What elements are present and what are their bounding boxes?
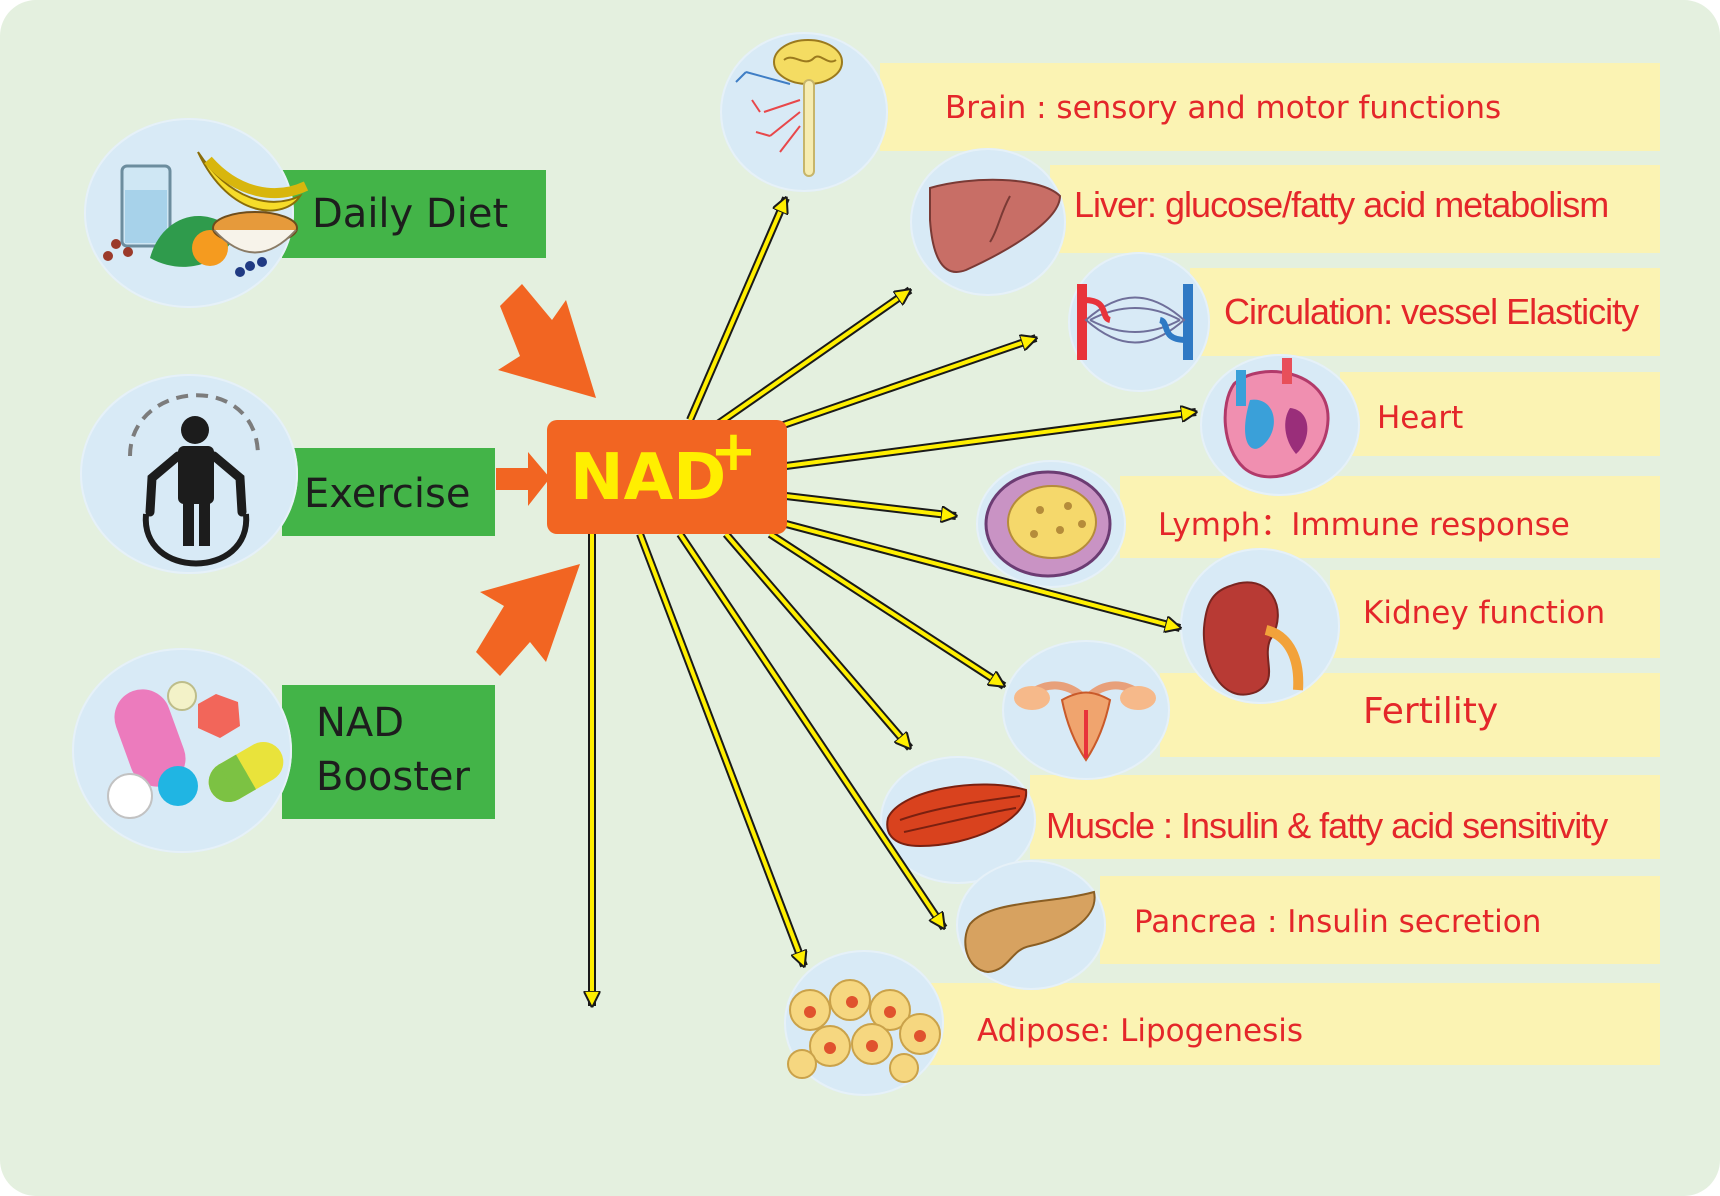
heart-icon [1223, 358, 1330, 479]
output-arrows [592, 198, 1196, 1006]
liver-arrow [710, 290, 910, 430]
booster-input-arrow [476, 564, 580, 676]
uterus-icon [1014, 681, 1156, 762]
exercise-input-arrow [496, 452, 550, 506]
lymph-label-bar [1120, 476, 1660, 558]
daily-diet-box: Daily Diet [282, 170, 546, 258]
fertility-arrow [768, 532, 1004, 686]
kidney-icon [1202, 581, 1304, 696]
muscle-label-bar [1030, 775, 1660, 859]
heart-arrow [785, 412, 1196, 468]
nad-booster-box: NAD Booster [282, 685, 495, 819]
adipose-label: Adipose: Lipogenesis [977, 1013, 1304, 1049]
kidney-label: Kidney function [1363, 595, 1606, 631]
muscle-icon [886, 783, 1028, 848]
heart-label-bar [1340, 372, 1660, 456]
brain-arrow [688, 198, 786, 421]
muscle-label: Muscle : Insulin & fatty acid sensitivit… [1046, 805, 1608, 846]
pills-icon [107, 681, 284, 819]
diet-input-arrow [498, 284, 596, 398]
muscle-arrow [724, 532, 910, 748]
kidney-arrow [785, 522, 1180, 628]
input-arrows [476, 284, 596, 676]
pancreas-icon [964, 890, 1096, 974]
nad-center-box [547, 420, 787, 534]
pancreas-label: Pancrea : Insulin secretion [1134, 904, 1542, 940]
fat-cells-icon [787, 979, 941, 1083]
brain-label: Brain : sensory and motor functions [945, 90, 1502, 126]
lymph-arrow [785, 494, 956, 516]
exercise-box: Exercise [282, 448, 495, 536]
lymph-label: Lymph：Immune response [1158, 507, 1570, 543]
nad-booster-label-line1: NAD [316, 700, 405, 746]
exercise-label: Exercise [304, 471, 471, 517]
nad-booster-label-line2: Booster [316, 754, 470, 800]
brain-icon [735, 39, 843, 177]
jump-rope-icon [128, 393, 260, 567]
nad-label: NAD [570, 441, 727, 515]
circulation-label-bar [1190, 268, 1660, 356]
circulation-arrow [739, 338, 1036, 442]
nad-plus-sign: + [710, 419, 757, 484]
fertility-label: Fertility [1363, 691, 1499, 732]
pancreas-label-bar [1100, 876, 1660, 964]
food-icon [103, 151, 309, 277]
liver-label-bar [1050, 165, 1660, 253]
brain-label-bar [880, 63, 1660, 151]
kidney-label-bar [1330, 570, 1660, 658]
liver-icon [929, 178, 1062, 273]
adipose-label-bar [930, 983, 1660, 1065]
daily-diet-label: Daily Diet [312, 191, 509, 237]
pancreas-arrow [678, 532, 944, 928]
circulation-label: Circulation: vessel Elasticity [1224, 291, 1639, 332]
heart-label: Heart [1377, 400, 1464, 436]
blood-vessel-icon [1077, 284, 1193, 360]
liver-label: Liver: glucose/fatty acid metabolism [1074, 184, 1609, 225]
adipose-arrow [638, 533, 804, 966]
lymph-node-icon [984, 470, 1112, 578]
